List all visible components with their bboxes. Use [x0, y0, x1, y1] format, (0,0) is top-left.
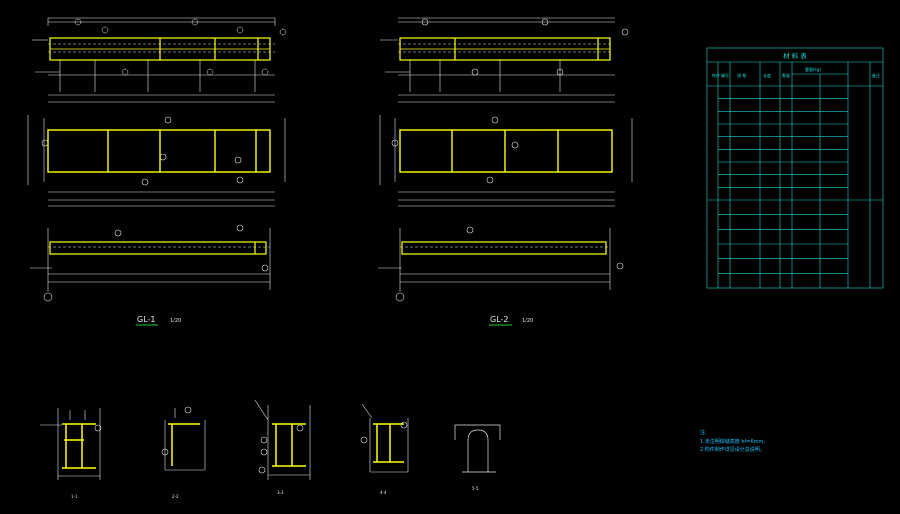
- section-label-1: 1-1: [71, 494, 78, 499]
- section-detail-5: 5-5: [454, 424, 501, 491]
- table-header-spec: 规 格: [737, 72, 746, 78]
- table-rows-group-1: [718, 98, 848, 188]
- gl1-plan-beam: [47, 129, 271, 173]
- material-table: [706, 47, 884, 289]
- gl2-title: GL-2 1/20: [489, 315, 533, 326]
- table-header-member: 构件: [712, 72, 720, 78]
- section-label-5: 5-5: [472, 486, 479, 491]
- table-header-number: 编号: [721, 72, 729, 78]
- table-rows-group-2: [718, 214, 848, 274]
- gl1-top-elevation: [32, 17, 276, 103]
- section-label-3: 3-3: [277, 490, 284, 495]
- gl2-top-beam: [399, 37, 611, 61]
- table-header-qty: 数量: [782, 72, 790, 78]
- section-label-2: 2-2: [172, 494, 179, 499]
- gl2-view-title: GL-2: [490, 315, 509, 324]
- section-detail-3: 3-3: [254, 399, 311, 495]
- gl1-title: GL-1 1/20: [136, 315, 181, 326]
- table-title: 材 料 表: [783, 51, 807, 60]
- gl2-side-beam: [401, 241, 607, 255]
- gl1-view-title: GL-1: [137, 315, 156, 324]
- table-header-weight: 重量(kg): [805, 66, 821, 72]
- section-detail-4: 4-4: [360, 403, 409, 495]
- table-header-length: 长度: [763, 72, 771, 78]
- gl1-side-frame: [30, 224, 271, 302]
- note-line-1: 1.未注明焊缝高度 hf=6mm。: [700, 438, 768, 445]
- table-header-remark: 备注: [872, 72, 880, 78]
- gl2-plan-frame: [379, 115, 633, 207]
- general-notes: 注: 1.未注明焊缝高度 hf=6mm。 2.构件制作详见设计总说明。: [700, 429, 768, 453]
- section-detail-2: 2-2: [161, 406, 206, 499]
- gl1-top-beam: [49, 37, 271, 61]
- gl2-plan-beam: [399, 129, 613, 173]
- gl2-top-elevation: [380, 17, 629, 103]
- section-detail-1: 1-1: [40, 408, 102, 499]
- table-headers: 构件 编号 规 格 长度 数量 重量(kg) 备注: [712, 66, 880, 78]
- gl1-plan-frame: [27, 115, 286, 207]
- section-label-4: 4-4: [380, 490, 387, 495]
- gl1-top-callouts: [74, 18, 287, 76]
- gl2-view-scale: 1/20: [522, 318, 533, 324]
- note-line-2: 2.构件制作详见设计总说明。: [700, 446, 765, 453]
- gl1-side-beam: [49, 241, 267, 255]
- gl1-view-scale: 1/20: [170, 318, 181, 324]
- note-heading: 注:: [700, 429, 707, 436]
- gl2-side-frame: [378, 226, 624, 302]
